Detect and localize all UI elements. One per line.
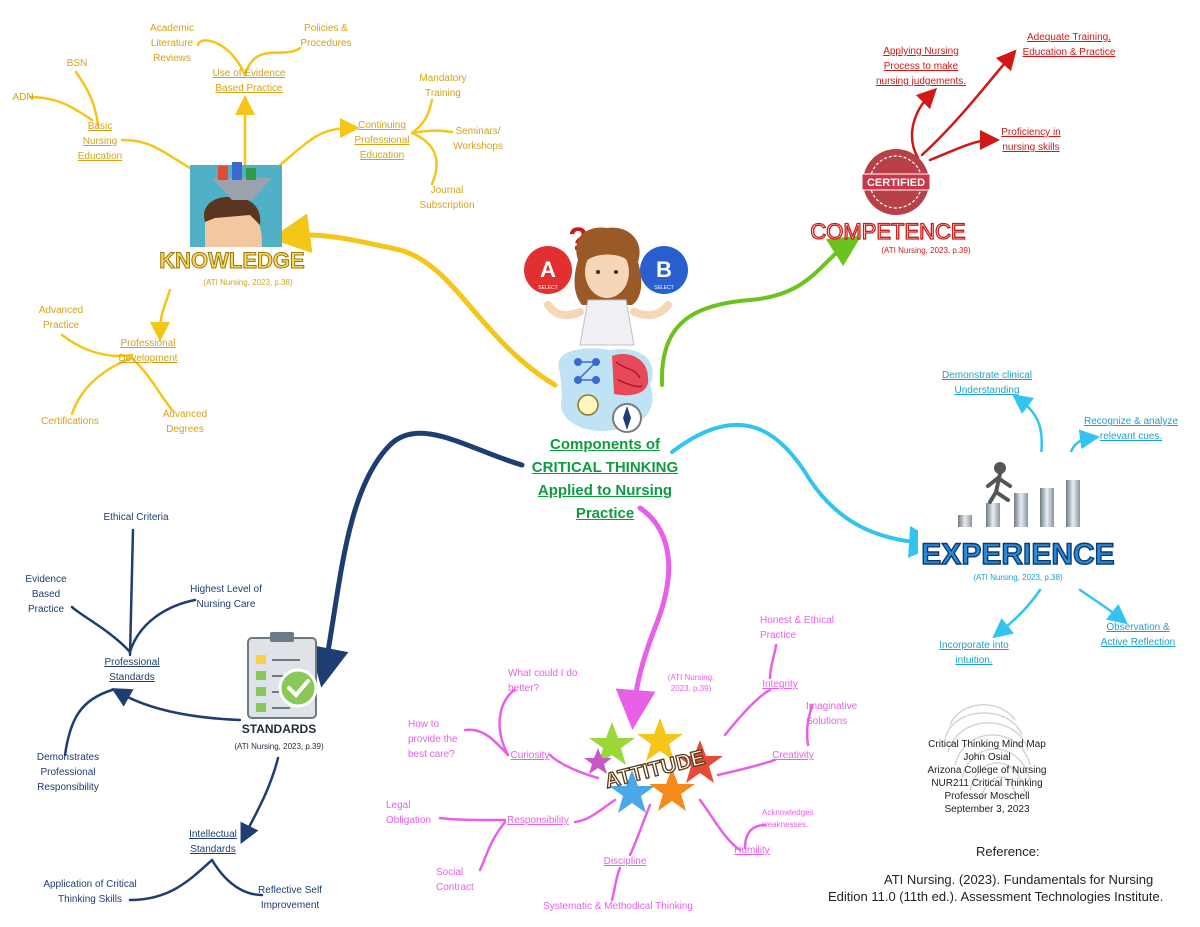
- reflective-self-improvement-label: Reflective Self Improvement: [258, 885, 322, 911]
- attitude-citation: (ATI Nursing, 2023, p.39): [667, 673, 715, 693]
- standards-clipboard: [247, 632, 318, 719]
- highest-level-care-label: Highest Level of Nursing Care: [190, 584, 262, 610]
- thinking-illustration: [558, 348, 653, 433]
- standards-citation: (ATI Nursing, 2023, p.39): [234, 742, 324, 751]
- branch-attitude: [615, 505, 672, 730]
- knowledge-connectors: [28, 39, 454, 416]
- professional-responsibility-label: Demonstrates Professional Responsibility: [36, 752, 100, 793]
- nursing-process-label: Applying Nursing Process to make nursing…: [875, 46, 967, 87]
- intuition-label: Incorporate into intuition.: [939, 640, 1009, 666]
- humility-label: Humility: [734, 845, 770, 856]
- decision-illustration: A SELECT B SELECT ?: [524, 221, 688, 346]
- main-branches: [270, 213, 941, 730]
- competence-title-art: COMPETENCE: [810, 218, 967, 244]
- systematic-thinking-label: Systematic & Methodical Thinking: [543, 901, 693, 912]
- curiosity-label: Curiosity: [510, 750, 550, 761]
- intellectual-standards-label: Intellectual Standards: [189, 829, 237, 855]
- standards-title-art: STANDARDS: [242, 722, 316, 736]
- knowledge-title-art: KNOWLEDGE: [159, 248, 305, 274]
- experience-title-art: EXPERIENCE: [921, 537, 1116, 571]
- observation-reflection-label: Observation & Active Reflection: [1100, 622, 1176, 648]
- best-care-label: How to provide the best care?: [408, 719, 458, 760]
- experience-citation: (ATI Nursing, 2023, p.38): [973, 573, 1063, 582]
- reference-line-1: ATI Nursing. (2023). Fundamentals for Nu…: [884, 872, 1154, 887]
- clinical-understanding-label: Demonstrate clinical Understanding: [941, 370, 1033, 396]
- competence-title: COMPETENCE: [810, 219, 965, 244]
- ethical-criteria-label: Ethical Criteria: [103, 512, 169, 523]
- mandatory-training-label: Mandatory Training: [419, 73, 467, 99]
- branch-knowledge: [270, 213, 558, 388]
- policies-procedures-label: Policies & Procedures: [300, 23, 352, 49]
- basic-nursing-education-label: Basic Nursing Education: [77, 121, 123, 162]
- certified-badge: CERTIFIED: [861, 149, 931, 215]
- author-credits: Critical Thinking Mind Map John Osial Ar…: [927, 739, 1047, 815]
- what-could-i-do-better-label: What could I do better?: [508, 668, 578, 694]
- standards-connectors: [63, 528, 280, 902]
- discipline-label: Discipline: [603, 856, 647, 867]
- branch-competence: [659, 235, 862, 387]
- adn-label: ADN: [12, 92, 34, 103]
- adequate-training-label: Adequate Training, Education & Practice: [1022, 32, 1116, 58]
- application-critical-thinking-label: Application of Critical Thinking Skills: [43, 879, 137, 905]
- experience-illustration: [918, 452, 1116, 570]
- branch-experience: [670, 422, 941, 558]
- evidence-based-practice-standard-label: Evidence Based Practice: [25, 574, 67, 615]
- continuing-education-label: Continuing Professional Education: [354, 120, 410, 161]
- option-b-select: SELECT: [654, 285, 673, 291]
- option-b-letter: B: [656, 257, 672, 282]
- professional-development-label: Professional Development: [118, 338, 178, 364]
- legal-obligation-label: Legal Obligation: [386, 800, 432, 826]
- knowledge-illustration: [190, 162, 282, 247]
- recognize-cues-label: Recognize & analyze relevant cues.: [1084, 416, 1178, 442]
- advanced-practice-label: Advanced Practice: [38, 305, 84, 331]
- badge-text: CERTIFIED: [867, 177, 925, 189]
- professional-standards-label: Professional Standards: [104, 657, 160, 683]
- integrity-label: Integrity: [762, 679, 798, 690]
- social-contract-label: Social Contract: [436, 867, 474, 893]
- evidence-based-practice-label: Use of Evidence Based Practice: [212, 68, 286, 94]
- reference-label: Reference:: [976, 844, 1040, 859]
- knowledge-citation: (ATI Nursing, 2023, p.38): [203, 278, 293, 287]
- bsn-label: BSN: [66, 58, 88, 69]
- honest-ethical-label: Honest & Ethical Practice: [760, 615, 834, 641]
- proficiency-label: Proficiency in nursing skills: [1001, 127, 1061, 153]
- academic-literature-label: Academic Literature Reviews: [150, 23, 194, 64]
- attitude-connectors: [438, 643, 814, 902]
- knowledge-title: KNOWLEDGE: [159, 248, 304, 273]
- experience-title: EXPERIENCE: [921, 538, 1114, 571]
- option-a-select: SELECT: [538, 285, 557, 291]
- branch-standards: [309, 430, 525, 688]
- competence-connectors: [910, 49, 1017, 162]
- seminars-workshops-label: Seminars/ Workshops: [453, 126, 503, 152]
- advanced-degrees-label: Advanced Degrees: [162, 409, 208, 435]
- attitude-illustration: [584, 718, 723, 813]
- competence-citation: (ATI Nursing, 2023, p.39): [881, 246, 971, 255]
- journal-subscription-label: Journal Subscription: [419, 185, 475, 211]
- central-topic-title: Components of CRITICAL THINKING Applied …: [531, 436, 679, 522]
- responsibility-label: Responsibility: [507, 815, 569, 826]
- certifications-label: Certifications: [41, 416, 99, 427]
- fingerprint-watermark: [944, 704, 1031, 803]
- reference-line-2: Edition 11.0 (11th ed.). Assessment Tech…: [828, 889, 1164, 904]
- option-a-letter: A: [540, 257, 556, 282]
- standards-title: STANDARDS: [242, 722, 316, 736]
- imaginative-solutions-label: Imaginative Solutions: [806, 701, 858, 727]
- acknowledges-weaknesses-label: Acknowledges weaknesses.: [762, 808, 814, 829]
- creativity-label: Creativity: [772, 750, 814, 761]
